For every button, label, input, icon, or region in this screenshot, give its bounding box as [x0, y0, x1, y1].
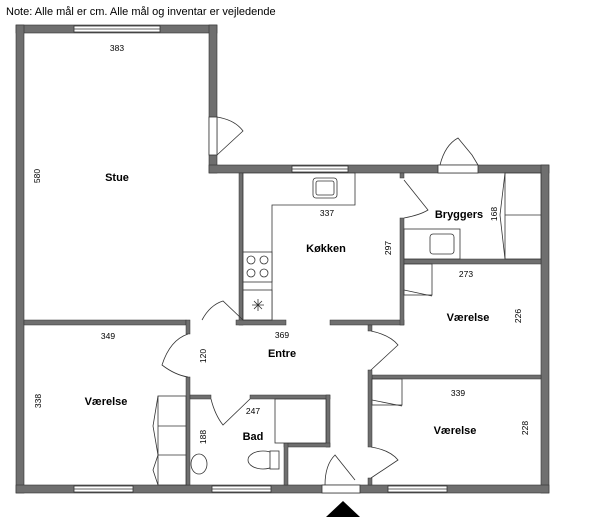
dim-entre-depth: 120	[198, 349, 208, 363]
plan-note: Note: Alle mål er cm. Alle mål og invent…	[6, 6, 276, 18]
room-label-entre: Entre	[268, 348, 296, 360]
room-label-vaerelse-w: Værelse	[85, 396, 128, 408]
dim-vaerelse-w-width: 349	[101, 331, 115, 341]
exterior-doors	[208, 116, 479, 494]
utility-sink-icon	[429, 233, 455, 255]
dim-vaerelse-ne-depth: 226	[513, 309, 523, 323]
dim-bad-width: 247	[246, 406, 260, 416]
dim-stue-depth: 580	[32, 169, 42, 183]
dim-vaerelse-ne-width: 273	[459, 269, 473, 279]
bath-fixtures	[190, 398, 327, 475]
dim-vaerelse-se-width: 339	[451, 388, 465, 398]
dim-kokken-depth: 297	[383, 241, 393, 255]
room-label-vaerelse-ne: Værelse	[447, 312, 490, 324]
dim-stue-width: 383	[110, 43, 124, 53]
washbasin-icon	[190, 453, 208, 475]
room-label-stue: Stue	[105, 172, 129, 184]
interior-doors	[161, 179, 429, 479]
room-label-vaerelse-se: Værelse	[434, 425, 477, 437]
entrance-arrow-icon	[326, 501, 360, 517]
dim-vaerelse-se-depth: 228	[520, 421, 530, 435]
room-label-bad: Bad	[243, 431, 264, 443]
interior-walls	[23, 172, 542, 486]
dim-bryggers-depth: 168	[489, 207, 499, 221]
dim-kokken-width: 337	[320, 208, 334, 218]
stove-icon	[242, 251, 273, 283]
dim-vaerelse-w-depth: 338	[33, 394, 43, 408]
windows	[73, 25, 448, 493]
kitchen-fixtures	[242, 172, 356, 321]
dim-bad-depth: 188	[198, 430, 208, 444]
dim-entre-width: 369	[275, 330, 289, 340]
shower-icon	[274, 398, 327, 444]
bryggers-fixtures	[403, 172, 542, 260]
room-label-bryggers: Bryggers	[435, 209, 483, 221]
wardrobes	[152, 263, 433, 486]
room-label-kokken: Køkken	[306, 243, 346, 255]
